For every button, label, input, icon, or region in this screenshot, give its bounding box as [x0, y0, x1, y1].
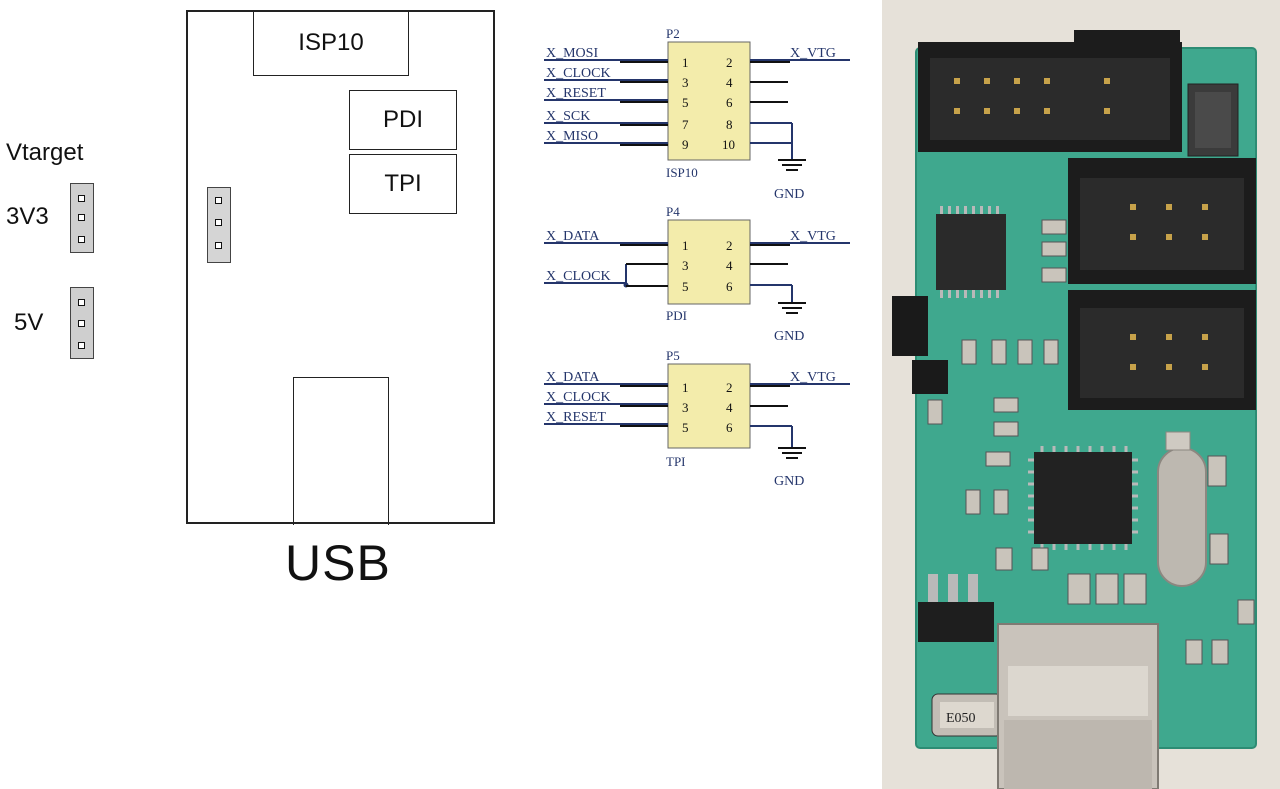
jumper-photo: [892, 296, 948, 394]
block-tpi: P5 TPI X_DATA X_CLOCK X_RESET 1 3 5 2 4 …: [544, 348, 850, 489]
net-label: X_DATA: [546, 229, 600, 244]
net-label: X_CLOCK: [546, 269, 611, 284]
connector-pdi-label: PDI: [382, 106, 423, 133]
pin-number: 1: [682, 55, 689, 70]
pin-number: 3: [682, 258, 689, 273]
usb-label: USB: [285, 535, 391, 591]
logo-square: [1187, 83, 1239, 157]
programmer-board-outline: ISP10 PDI TPI: [186, 10, 495, 525]
jumper-pin: [215, 242, 222, 249]
pin-number: 3: [682, 75, 689, 90]
net-label: X_MISO: [546, 129, 598, 144]
net-label: X_RESET: [546, 86, 606, 101]
tpi-header-photo: [1068, 290, 1256, 410]
pin-number: 7: [682, 117, 689, 132]
pin-number: 5: [682, 95, 689, 110]
connector-tpi-label: TPI: [384, 170, 422, 197]
net-label: X_VTG: [790, 46, 836, 61]
jumper-pin: [78, 299, 85, 306]
usb-connector-photo[interactable]: [997, 623, 1159, 789]
block-ref: P4: [666, 204, 680, 219]
connector-isp10-label: ISP10: [298, 29, 364, 56]
pin-number: 5: [682, 279, 689, 294]
pin-number: 4: [726, 75, 733, 90]
net-label: X_DATA: [546, 370, 600, 385]
fuse-photo: E050: [931, 693, 1003, 737]
jumper-pin: [78, 236, 85, 243]
gnd-label: GND: [774, 474, 804, 489]
net-label: X_MOSI: [546, 46, 598, 61]
jumper-pin: [78, 214, 85, 221]
pdi-header-photo: [1068, 158, 1256, 284]
gnd-label: GND: [774, 329, 804, 344]
header-body: [667, 363, 751, 449]
mcu-chip-photo: [1028, 446, 1138, 550]
small-ic-photo: [936, 206, 1006, 298]
pin-number: 6: [726, 420, 733, 435]
fuse-marking: E050: [946, 711, 976, 726]
pin-number: 4: [726, 258, 733, 273]
crystal-photo: [1157, 431, 1207, 587]
pin-number: 1: [682, 380, 689, 395]
jumper-5v-label: 5V: [14, 309, 44, 336]
connector-tpi[interactable]: TPI: [349, 154, 457, 214]
board-jumper-footprint: [207, 187, 231, 263]
connector-pdi[interactable]: PDI: [349, 90, 457, 150]
header-body: [667, 219, 751, 305]
usb-port-outline: [293, 377, 389, 525]
connector-isp10[interactable]: ISP10: [253, 10, 409, 76]
jumper-pin: [215, 197, 222, 204]
net-label: X_RESET: [546, 410, 606, 425]
vtarget-title: Vtarget: [6, 139, 84, 166]
passive-components-photo: [927, 219, 1255, 665]
jumper-pin: [78, 320, 85, 327]
pin-number: 4: [726, 400, 733, 415]
isp10-header-photo: [918, 30, 1182, 152]
jumper-3v3[interactable]: [70, 183, 94, 253]
pcb-photo: E050: [882, 0, 1280, 789]
jumper-pin: [215, 219, 222, 226]
pin-number: 5: [682, 420, 689, 435]
pin-number: 8: [726, 117, 733, 132]
pin-number: 6: [726, 95, 733, 110]
pin-number: 9: [682, 137, 689, 152]
jumper-pin: [78, 195, 85, 202]
pin-number: 6: [726, 279, 733, 294]
block-ref: P2: [666, 26, 680, 41]
gnd-label: GND: [774, 187, 804, 202]
pin-number: 2: [726, 380, 733, 395]
pin-number: 3: [682, 400, 689, 415]
header-body: [667, 41, 751, 161]
block-name: TPI: [666, 454, 686, 469]
regulator-photo: [918, 574, 994, 642]
schematic: P2 ISP10 X_MOSI X_CLOCK X_RESET X_SCK X_…: [544, 26, 850, 489]
block-ref: P5: [666, 348, 680, 363]
pin-number: 10: [722, 137, 735, 152]
block-pdi: P4 PDI X_DATA X_CLOCK 1 3 5 2 4 6 X_VTG …: [544, 204, 850, 344]
pin-number: 2: [726, 55, 733, 70]
net-label: X_VTG: [790, 370, 836, 385]
net-label: X_CLOCK: [546, 390, 611, 405]
net-label: X_SCK: [546, 109, 590, 124]
net-label: X_CLOCK: [546, 66, 611, 81]
pin-number: 1: [682, 238, 689, 253]
jumper-pin: [78, 342, 85, 349]
jumper-3v3-label: 3V3: [6, 203, 49, 230]
jumper-5v[interactable]: [70, 287, 94, 359]
block-name: PDI: [666, 308, 687, 323]
block-isp10: P2 ISP10 X_MOSI X_CLOCK X_RESET X_SCK X_…: [544, 26, 850, 202]
pin-number: 2: [726, 238, 733, 253]
net-label: X_VTG: [790, 229, 836, 244]
block-name: ISP10: [666, 165, 698, 180]
